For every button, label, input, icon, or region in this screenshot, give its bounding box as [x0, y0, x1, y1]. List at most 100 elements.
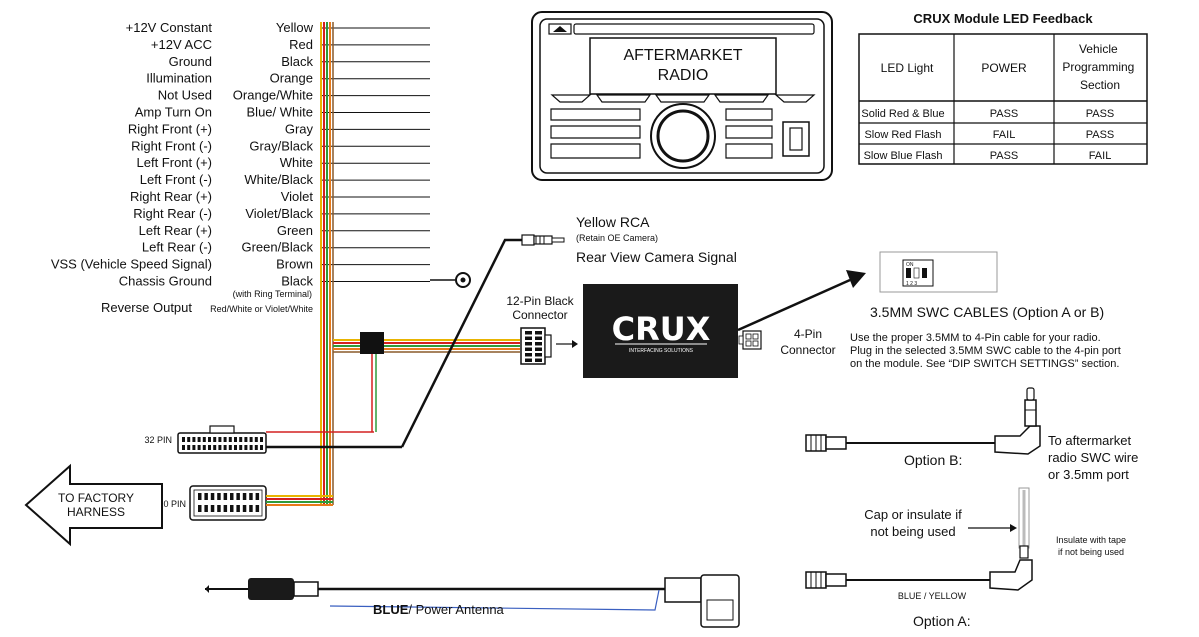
- pin: [198, 505, 202, 512]
- camera-title: Yellow RCA: [576, 214, 650, 230]
- swc-instructions: Use the proper 3.5MM to 4-Pin cable for …: [850, 332, 1121, 370]
- pin: [525, 347, 532, 351]
- wire-color: Violet/Black: [245, 206, 313, 221]
- pin: [525, 336, 532, 340]
- wire-color: Gray: [285, 121, 314, 136]
- pin: [525, 331, 532, 335]
- pin: [236, 493, 240, 500]
- wire-function: Left Front (+): [137, 155, 213, 170]
- radio-line2: RADIO: [658, 67, 709, 84]
- camera-subtitle: (Retain OE Camera): [576, 233, 658, 243]
- pin20-label: 20 PIN: [158, 499, 186, 509]
- pin: [525, 358, 532, 362]
- swc-line: Plug in the selected 3.5MM SWC cable to …: [850, 345, 1121, 357]
- pin: [223, 445, 227, 450]
- wire-color: Brown: [276, 257, 313, 272]
- led-header-0: LED Light: [881, 61, 934, 75]
- wire-color: Violet: [281, 189, 314, 204]
- pin: [208, 445, 211, 450]
- led-feedback-table: CRUX Module LED Feedback LED Light POWER…: [858, 11, 1148, 165]
- pin: [244, 437, 248, 442]
- pin: [535, 358, 542, 362]
- wire-function: Right Rear (-): [133, 206, 212, 221]
- connector4-label1: 4-Pin: [794, 327, 822, 341]
- pin: [260, 437, 263, 442]
- wire-color: Gray/Black: [249, 138, 313, 153]
- connector12-label2: Connector: [512, 308, 567, 322]
- junction-block: [360, 332, 384, 354]
- pin: [213, 437, 217, 442]
- pin: [255, 505, 260, 512]
- swc-line: Use the proper 3.5MM to 4-Pin cable for …: [850, 332, 1101, 344]
- led-cell: PASS: [1086, 129, 1115, 141]
- led-cell: Slow Blue Flash: [864, 150, 943, 162]
- led-header-2-line3: Section: [1080, 78, 1120, 92]
- option-b-label: Option B:: [904, 452, 962, 468]
- pin: [260, 445, 263, 450]
- factory-line1: TO FACTORY: [58, 491, 134, 505]
- arrow-to-module-icon: [556, 340, 578, 348]
- pin: [535, 336, 542, 340]
- pin: [182, 445, 185, 450]
- wire-function: Illumination: [146, 71, 212, 86]
- pin: [244, 445, 248, 450]
- antenna-adapter: [205, 574, 740, 628]
- option-a-label: Option A:: [913, 613, 971, 629]
- option-a-wire-color: BLUE / YELLOW: [898, 591, 967, 601]
- wire-color: Yellow: [276, 20, 314, 35]
- led-header-2-line2: Programming: [1062, 60, 1134, 74]
- pin: [218, 437, 222, 442]
- pin: [202, 445, 206, 450]
- led-header-2: Vehicle Programming Section: [1062, 42, 1137, 92]
- option-a-cap-line: not being used: [870, 524, 955, 539]
- option-b-dest-line: To aftermarket: [1048, 433, 1131, 448]
- pin: [254, 437, 258, 442]
- wire-function: Right Front (-): [131, 138, 212, 153]
- wire-color: Orange/White: [233, 88, 313, 103]
- pin: [182, 437, 185, 442]
- connector12-label1: 12-Pin Black: [506, 294, 574, 308]
- connector-4pin-icon: [738, 330, 762, 350]
- pin: [230, 493, 234, 500]
- aftermarket-radio: AFTERMARKET RADIO: [531, 11, 833, 181]
- wire-color: Red: [289, 37, 313, 52]
- wire-function: +12V ACC: [151, 37, 212, 52]
- pin: [236, 505, 240, 512]
- wire-function: VSS (Vehicle Speed Signal): [51, 257, 212, 272]
- option-b-dest-line: radio SWC wire: [1048, 450, 1138, 465]
- pin: [223, 505, 228, 512]
- pin: [204, 505, 208, 512]
- pin: [197, 437, 201, 442]
- pin: [254, 445, 258, 450]
- pin: [255, 493, 260, 500]
- rca-plug-icon: [521, 234, 565, 246]
- crux-module: CRUX INTERFACING SOLUTIONS: [583, 284, 738, 378]
- pin: [242, 493, 247, 500]
- antenna-label-rest: / Power Antenna: [408, 602, 504, 617]
- swc-line: on the module. See “DIP SWITCH SETTINGS”…: [850, 358, 1119, 370]
- connector-20pin-icon: [189, 485, 267, 521]
- option-b-cable: [805, 387, 1041, 455]
- wire-function: Chassis Ground: [119, 274, 212, 289]
- pin: [249, 505, 253, 512]
- pin32-label: 32 PIN: [144, 435, 172, 445]
- wire-function: +12V Constant: [126, 20, 213, 35]
- wire-color: Blue/ White: [247, 105, 313, 120]
- reverse-output-color: Red/White or Violet/White: [210, 304, 313, 314]
- pin: [217, 493, 221, 500]
- wire-color: White/Black: [244, 172, 313, 187]
- arrow-to-dip-icon: [737, 270, 866, 332]
- ring-terminal-icon: [430, 272, 471, 288]
- connector4-label2: Connector: [780, 343, 835, 357]
- led-cell: FAIL: [1089, 150, 1112, 162]
- pin: [187, 445, 191, 450]
- led-cell: Solid Red & Blue: [861, 108, 944, 120]
- wire-function: Left Rear (+): [139, 223, 212, 238]
- radio-line1: AFTERMARKET: [623, 47, 742, 64]
- wire-function: Left Front (-): [140, 172, 212, 187]
- swc-title: 3.5MM SWC CABLES (Option A or B): [870, 304, 1104, 320]
- pin: [228, 437, 232, 442]
- led-header-2-line1: Vehicle: [1079, 42, 1118, 56]
